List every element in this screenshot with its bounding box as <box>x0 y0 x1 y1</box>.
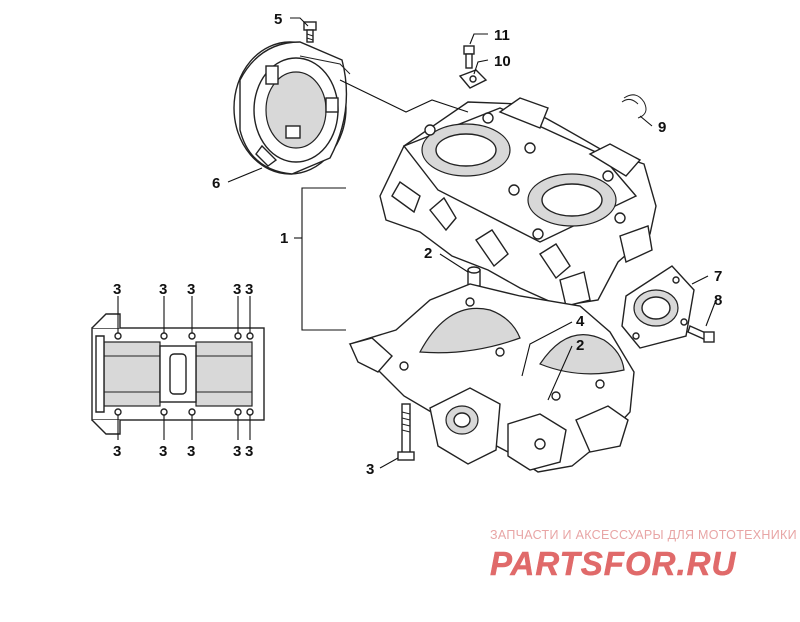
part-10-washer <box>458 69 488 89</box>
callout-4: 4 <box>576 313 585 330</box>
part-1-upper-crankcase <box>379 97 657 307</box>
inset-callout-bottom-2: 3 <box>159 443 167 460</box>
callout-leader-lines <box>227 17 717 469</box>
callout-5: 5 <box>274 11 282 28</box>
bolt-pattern-inset <box>91 313 265 435</box>
callout-3: 3 <box>366 461 374 478</box>
inset-leader-lines <box>117 296 251 440</box>
part-1-lower-crankcase <box>348 283 635 473</box>
watermark-logo-text: PARTSFOR.RU <box>490 545 736 582</box>
part-7-cover-plate <box>621 265 695 349</box>
inset-callout-top-5: 3 <box>245 281 253 298</box>
inset-callout-top-2: 3 <box>159 281 167 298</box>
callout-2-lower: 2 <box>576 337 584 354</box>
callout-11: 11 <box>494 27 510 44</box>
callout-7: 7 <box>714 268 722 285</box>
callout-6: 6 <box>212 175 220 192</box>
callout-8: 8 <box>714 292 722 309</box>
inset-callout-bottom-5: 3 <box>245 443 253 460</box>
inset-callout-top-1: 3 <box>113 281 121 298</box>
part-9-retaining-ring <box>621 94 647 119</box>
callout-1: 1 <box>280 230 288 247</box>
inset-callout-bottom-3: 3 <box>187 443 195 460</box>
inset-callout-top-3: 3 <box>187 281 195 298</box>
callout-10: 10 <box>494 53 511 70</box>
watermark-logo: PARTSFOR.RU <box>490 545 736 583</box>
part-2-dowel-upper <box>467 266 481 287</box>
watermark-subtitle: ЗАПЧАСТИ И АКСЕССУАРЫ ДЛЯ МОТОТЕХНИКИ <box>490 528 797 542</box>
inset-callout-bottom-4: 3 <box>233 443 241 460</box>
callout-9: 9 <box>658 119 666 136</box>
callout-2-upper: 2 <box>424 245 432 262</box>
inset-callout-top-4: 3 <box>233 281 241 298</box>
part-8-bolt <box>687 325 715 343</box>
part-11-bolt <box>463 45 475 69</box>
part-3-bolt-lower <box>397 403 415 461</box>
part-5-bolt <box>303 21 317 43</box>
part-6-housing <box>233 41 351 175</box>
inset-callout-bottom-1: 3 <box>113 443 121 460</box>
